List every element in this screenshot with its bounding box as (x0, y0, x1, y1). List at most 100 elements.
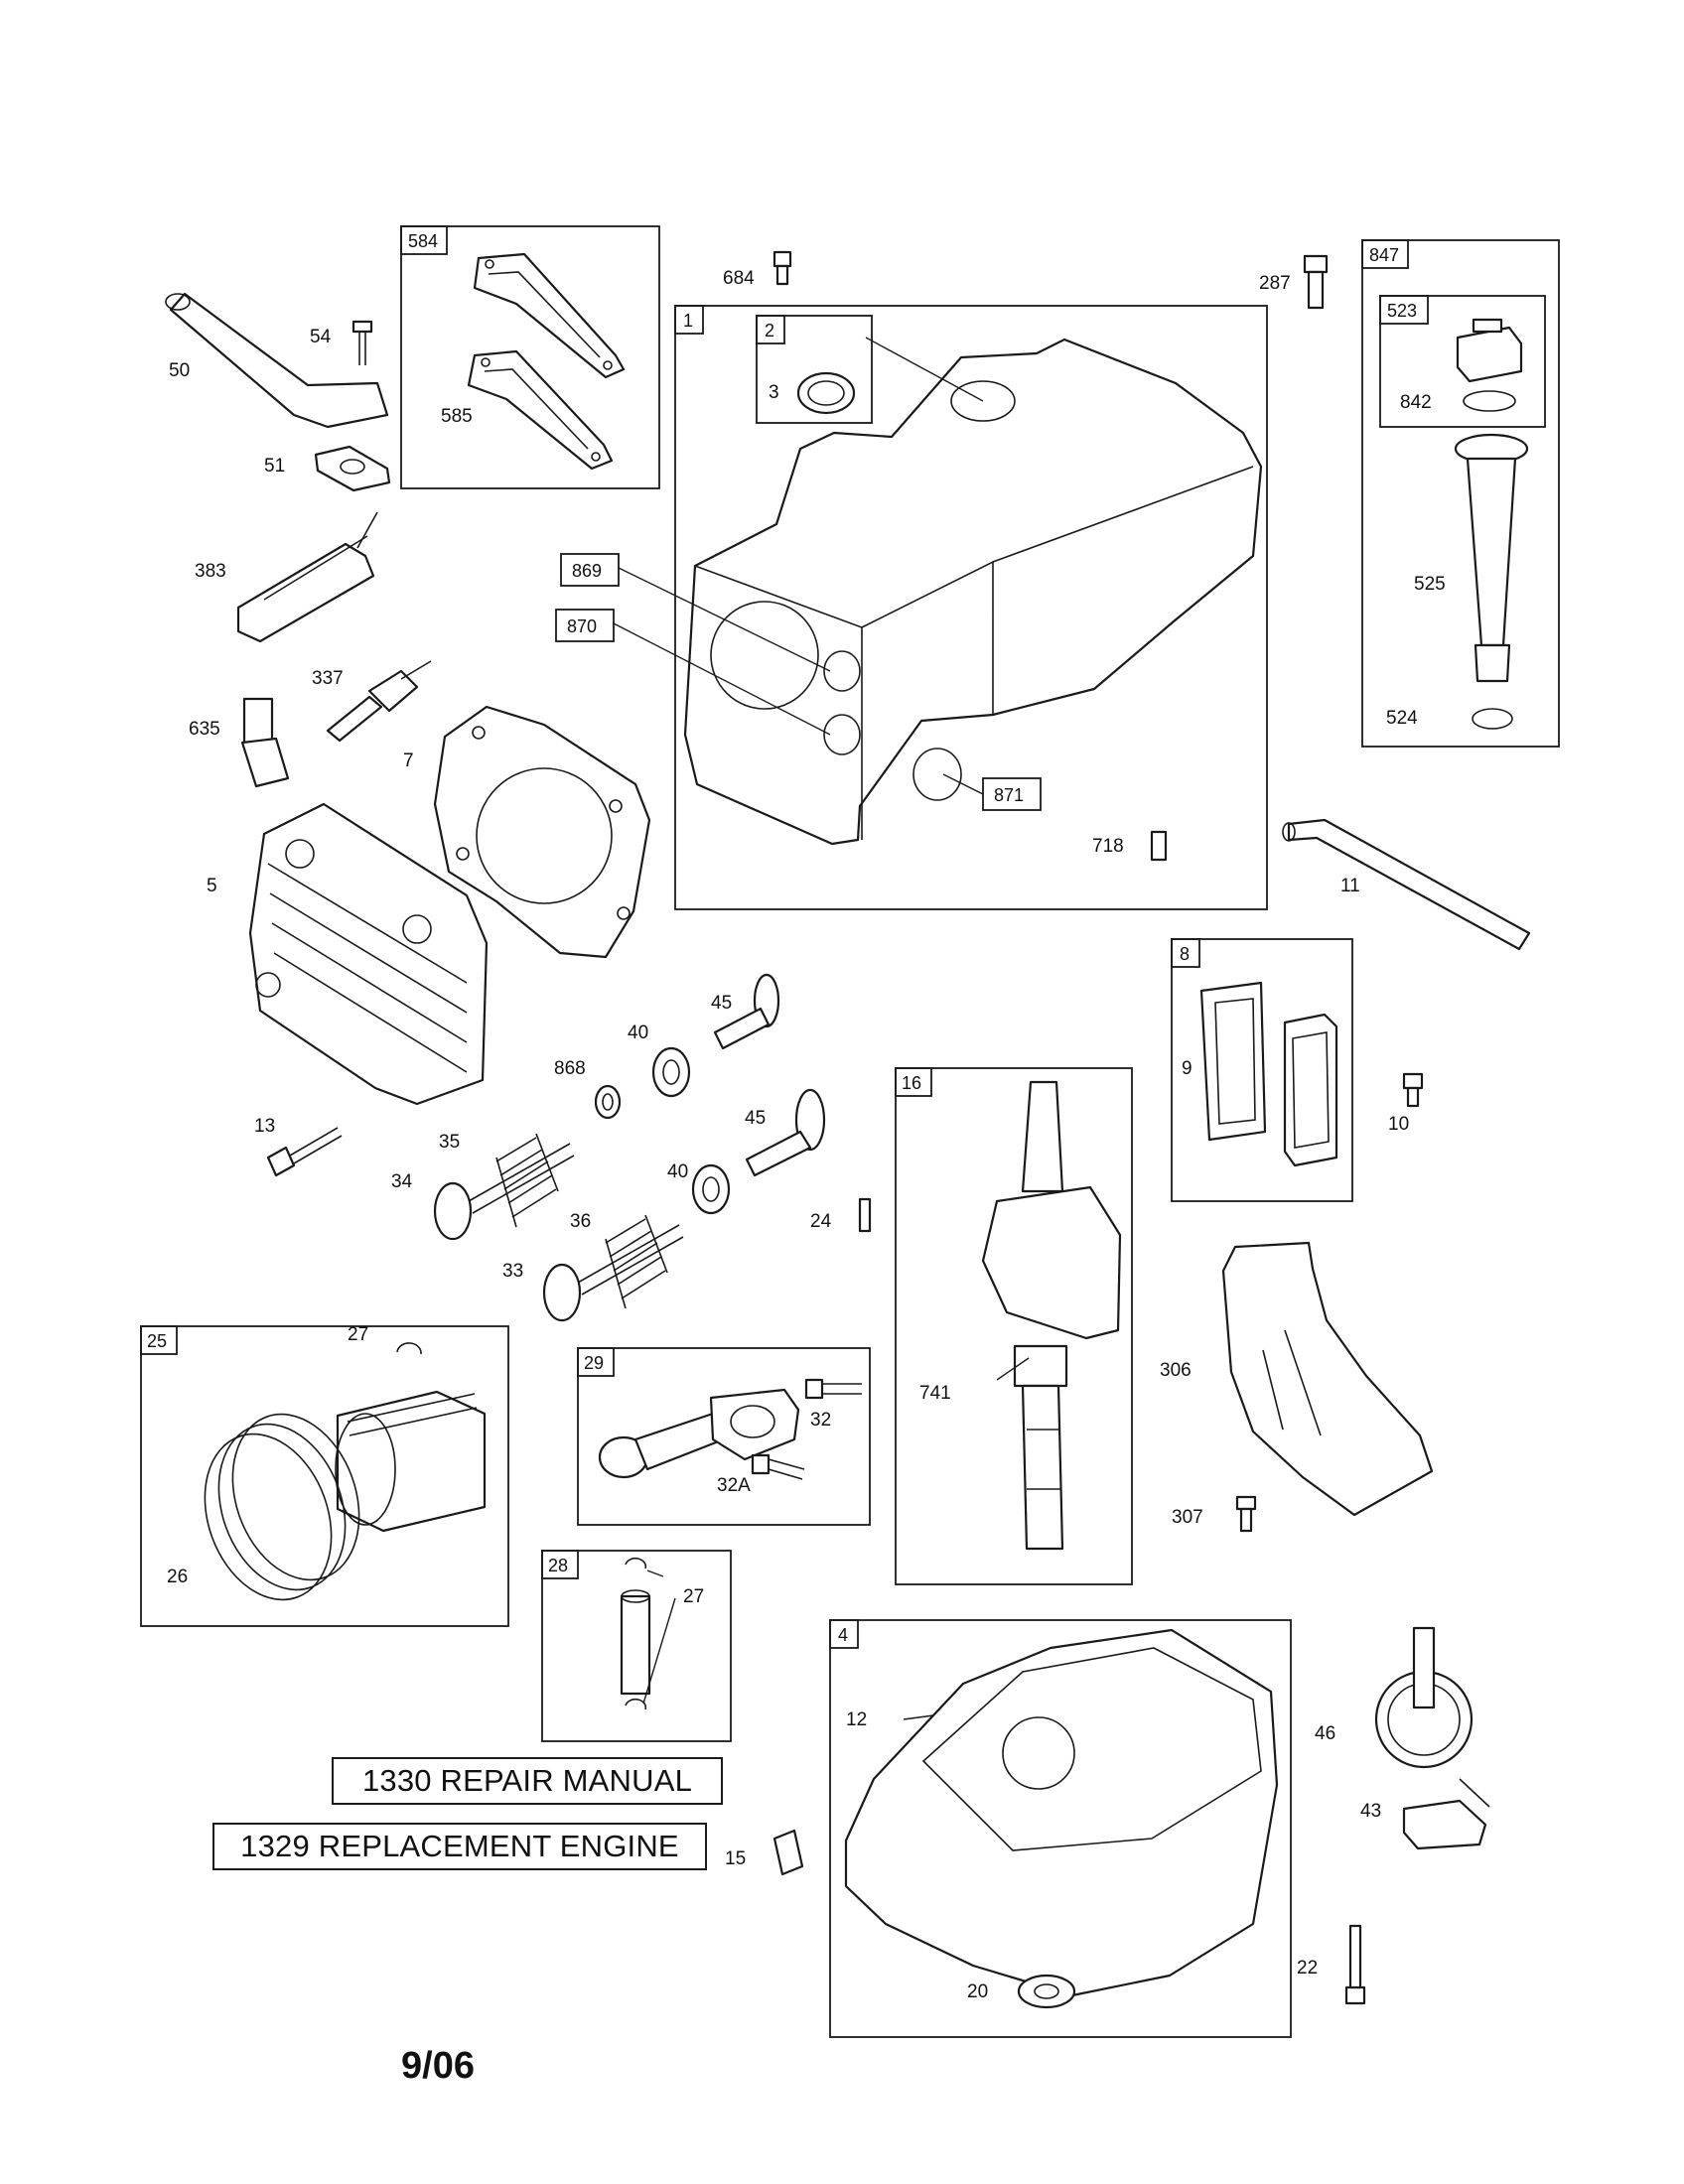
replacement-engine-text: 1329 REPLACEMENT ENGINE (240, 1829, 679, 1863)
retainer-40-lower-drawing (691, 1163, 731, 1215)
callout-32a: 32A (717, 1475, 751, 1496)
seal-868-drawing (594, 1084, 622, 1120)
screw-307-drawing (1235, 1495, 1257, 1533)
frame-25 (140, 1325, 509, 1627)
seal-3-drawing (796, 371, 856, 415)
frame-16 (895, 1067, 1133, 1585)
callout-13: 13 (254, 1116, 275, 1137)
frame-28 (541, 1550, 732, 1742)
breather-tube-50-drawing (165, 292, 389, 429)
spark-boot-635-drawing (240, 697, 290, 788)
valve-spring-35-drawing (495, 1133, 559, 1228)
callout-22: 22 (1297, 1958, 1318, 1979)
gasket-585-drawing (467, 349, 614, 471)
piston-rings-26-drawing (204, 1413, 360, 1601)
callout-525: 525 (1414, 574, 1446, 595)
callout-35: 35 (439, 1132, 460, 1153)
wrist-pin-28-drawing (620, 1558, 651, 1710)
callout-16: 16 (902, 1073, 921, 1093)
replacement-engine-note: 1329 REPLACEMENT ENGINE (212, 1823, 707, 1870)
frame-523 (1379, 295, 1546, 428)
crankshaft-16-drawing (981, 1080, 1122, 1551)
callout-12: 12 (846, 1709, 867, 1730)
callout-15: 15 (725, 1848, 746, 1869)
bolt-54-drawing (351, 320, 373, 365)
callout-3: 3 (769, 382, 779, 403)
tappet-45-upper-drawing (713, 973, 780, 1050)
callout-684: 684 (723, 268, 755, 289)
callout-34: 34 (391, 1171, 413, 1192)
head-gasket-7-drawing (433, 705, 651, 959)
box-tags: 584 1 2 847 523 8 16 25 29 28 4 869 870 … (140, 225, 1429, 1649)
callout-307: 307 (1172, 1507, 1203, 1528)
governor-43-drawing (1402, 1778, 1490, 1850)
cam-gear-46-drawing (1374, 1626, 1474, 1769)
piston-25-drawing (335, 1390, 487, 1533)
callout-523: 523 (1387, 301, 1417, 321)
head-bolt-13-drawing (266, 1127, 343, 1177)
rod-bolt-32-drawing (804, 1378, 862, 1400)
callout-11: 11 (1340, 876, 1360, 896)
callout-43: 43 (1360, 1801, 1381, 1822)
callout-40-upper: 40 (628, 1023, 648, 1043)
callout-54: 54 (310, 327, 332, 347)
callout-25: 25 (147, 1331, 167, 1351)
callout-585: 585 (441, 406, 473, 427)
gasket-584-drawing (473, 252, 626, 379)
retainer-40-upper-drawing (651, 1046, 691, 1098)
callout-1: 1 (683, 311, 693, 331)
callout-8: 8 (1180, 944, 1190, 964)
callout-5: 5 (207, 876, 217, 896)
callout-337: 337 (312, 668, 344, 689)
spark-plug-337-drawing (326, 660, 432, 743)
callout-20: 20 (967, 1981, 988, 2002)
pin-24-drawing (858, 1197, 872, 1233)
callout-383: 383 (195, 561, 226, 582)
callout-842: 842 (1400, 392, 1432, 413)
callout-51: 51 (264, 456, 285, 477)
callout-10: 10 (1388, 1114, 1409, 1135)
callout-24: 24 (810, 1211, 832, 1232)
dipstick-tube-525-drawing (1454, 433, 1529, 730)
callout-46: 46 (1315, 1723, 1335, 1744)
bolt-22-drawing (1344, 1924, 1366, 2005)
tappet-45-lower-drawing (745, 1088, 826, 1177)
valve-34-drawing (433, 1143, 575, 1241)
frame-8 (1171, 938, 1353, 1202)
frame-584 (400, 225, 660, 489)
callout-635: 635 (189, 719, 220, 740)
group-frames (140, 225, 1560, 2038)
callout-869: 869 (572, 561, 602, 581)
tool-383-drawing (236, 511, 378, 643)
frame-2 (756, 315, 873, 424)
callout-45-lower: 45 (745, 1108, 766, 1129)
plug-15-drawing (772, 1829, 804, 1876)
callout-29: 29 (584, 1353, 604, 1373)
screw-684-drawing (772, 250, 792, 286)
callout-50: 50 (169, 360, 190, 381)
callout-9: 9 (1182, 1058, 1193, 1079)
dipstick-cap-523-drawing (1456, 318, 1523, 412)
callout-7: 7 (403, 751, 414, 771)
callout-868: 868 (554, 1058, 586, 1079)
cylinder-head-5-drawing (248, 802, 489, 1106)
callout-28: 28 (548, 1556, 568, 1575)
fitting-287-drawing (1303, 254, 1329, 310)
air-guide-306-drawing (1221, 1241, 1434, 1517)
tube-11-drawing (1282, 818, 1531, 951)
callout-524: 524 (1386, 708, 1418, 729)
repair-manual-text: 1330 REPAIR MANUAL (361, 1763, 693, 1798)
rod-bolt-32a-drawing (751, 1453, 805, 1480)
callout-4: 4 (838, 1625, 848, 1645)
callout-718: 718 (1092, 836, 1124, 857)
callout-33: 33 (502, 1261, 523, 1282)
frame-1 (674, 305, 1268, 910)
valve-spring-36-drawing (605, 1214, 668, 1309)
callout-26: 26 (167, 1567, 188, 1587)
screw-10-drawing (1402, 1072, 1424, 1108)
repair-manual-note: 1330 REPAIR MANUAL (332, 1757, 723, 1805)
connecting-rod-29-drawing (598, 1388, 800, 1479)
valve-33-drawing (542, 1224, 684, 1322)
callout-45-upper: 45 (711, 993, 732, 1014)
